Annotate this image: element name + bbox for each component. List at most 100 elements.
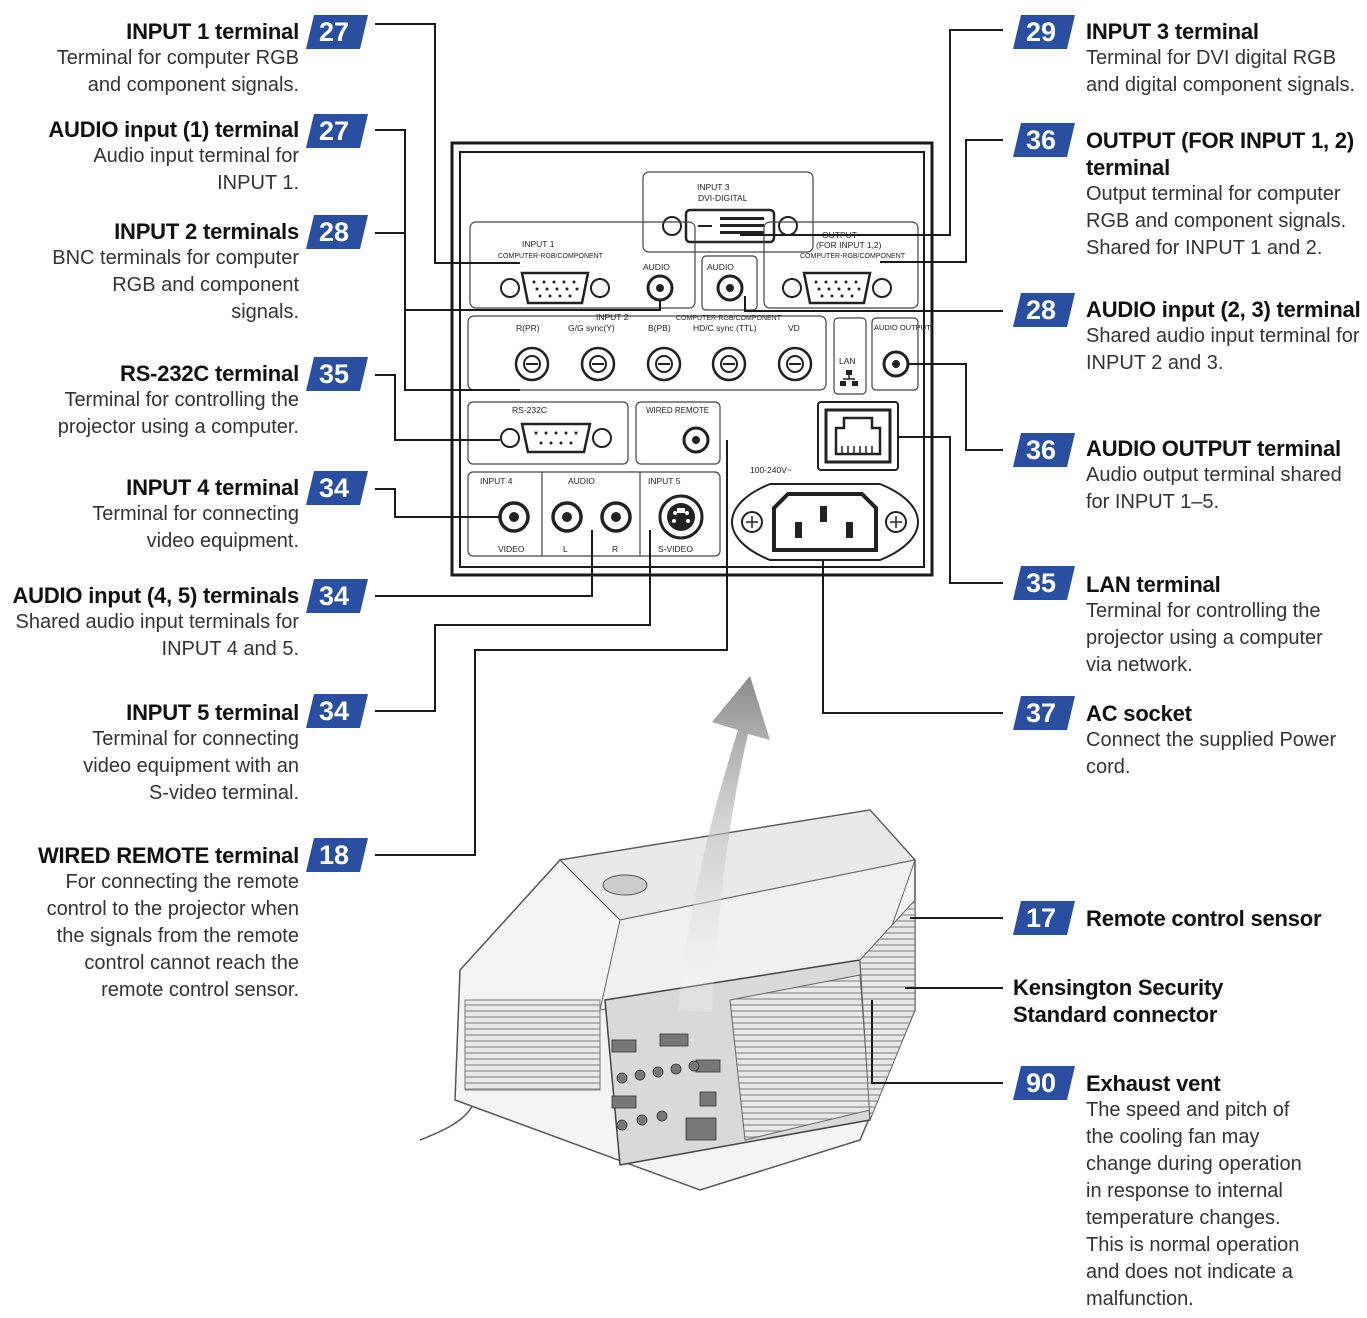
callout-desc: change during operation: [1086, 1153, 1302, 1175]
callout-audio-input-1: AUDIO input (1) terminal Audio input ter…: [0, 116, 299, 197]
page-number: 36: [1025, 125, 1057, 155]
vga-input1-connector: [500, 271, 610, 305]
callout-audio-input-23: AUDIO input (2, 3) terminal Shared audio…: [1086, 296, 1366, 377]
callout-desc: Shared audio input terminals for: [15, 611, 300, 633]
callout-desc: in response to internal: [1086, 1180, 1283, 1202]
callout-title: INPUT 3 terminal: [1086, 19, 1259, 44]
callout-input1: INPUT 1 terminal Terminal for computer R…: [0, 18, 299, 99]
callout-desc: video equipment with an: [83, 755, 299, 777]
callout-desc: via network.: [1086, 654, 1193, 676]
page-badge-input1: 27: [306, 15, 368, 49]
callout-ac-socket: AC socket Connect the supplied Power cor…: [1086, 700, 1366, 781]
callout-desc: Connect the supplied Power: [1086, 729, 1337, 751]
callout-desc: for INPUT 1–5.: [1086, 491, 1220, 513]
label-svideo: S-VIDEO: [658, 544, 693, 554]
callout-input3: INPUT 3 terminal Terminal for DVI digita…: [1086, 18, 1366, 99]
callout-remote-sensor: Remote control sensor: [1086, 905, 1366, 932]
page-number: 36: [1025, 435, 1057, 465]
callout-rs232c: RS-232C terminal Terminal for controllin…: [0, 360, 299, 441]
callout-desc: RGB and component: [112, 274, 299, 296]
label-bnc-hd: HD/C sync (TTL): [693, 323, 757, 333]
label-rs232c: RS-232C: [512, 405, 547, 415]
page-badge-audio1: 27: [306, 114, 368, 148]
page-badge-rs232c: 35: [306, 357, 368, 391]
callout-input4: INPUT 4 terminal Terminal for connecting…: [0, 474, 299, 555]
label-input4: INPUT 4: [480, 476, 513, 486]
vga-output-connector: [782, 271, 892, 305]
callout-desc: INPUT 2 and 3.: [1086, 352, 1224, 374]
label-computer-rgb-1: COMPUTER-RGB/COMPONENT: [498, 253, 604, 260]
callout-desc: Terminal for computer RGB: [56, 47, 299, 69]
page-badge-audio23: 28: [1013, 293, 1075, 327]
callout-exhaust-vent: Exhaust vent The speed and pitch of the …: [1086, 1070, 1366, 1313]
page-badge-input4: 34: [306, 471, 368, 505]
callout-desc: Shared audio input terminal for: [1086, 325, 1360, 347]
video-jacks: [498, 501, 632, 533]
callout-desc: INPUT 4 and 5.: [161, 638, 299, 660]
page-badge-wired-remote: 18: [306, 838, 368, 872]
callout-desc: Terminal for controlling the: [64, 389, 299, 411]
label-dvi: DVI-DIGITAL: [698, 193, 748, 203]
label-input3: INPUT 3: [697, 182, 730, 192]
callout-desc: cord.: [1086, 756, 1131, 778]
callout-title: AUDIO OUTPUT terminal: [1086, 436, 1341, 461]
page-number: 37: [1025, 698, 1057, 728]
label-audio-23: AUDIO: [707, 262, 734, 272]
page-number: 28: [1025, 295, 1057, 325]
label-computer-rgb-2: COMPUTER-RGB/COMPONENT: [676, 315, 782, 322]
callout-output: OUTPUT (FOR INPUT 1, 2) terminal Output …: [1086, 127, 1366, 262]
label-l: L: [563, 544, 568, 554]
callout-desc: S-video terminal.: [148, 782, 299, 804]
page-badge-input3: 29: [1013, 15, 1075, 49]
callout-desc: Audio input terminal for: [93, 145, 299, 167]
callout-audio-input-45: AUDIO input (4, 5) terminals Shared audi…: [0, 582, 299, 663]
page-badge-remote-sensor: 17: [1013, 901, 1075, 935]
callout-desc: control cannot reach the: [84, 952, 299, 974]
label-for-input: (FOR INPUT 1,2): [816, 240, 882, 250]
lan-port: [817, 401, 899, 471]
callout-desc: projector using a computer: [1086, 627, 1323, 649]
callout-lan: LAN terminal Terminal for controlling th…: [1086, 571, 1366, 679]
callout-title-2: Standard connector: [1013, 1002, 1218, 1027]
page-badge-output: 36: [1013, 123, 1075, 157]
page-number: 34: [318, 696, 350, 726]
label-voltage: 100-240V~: [750, 465, 792, 475]
callout-desc: Terminal for connecting: [92, 728, 299, 750]
callout-input5: INPUT 5 terminal Terminal for connecting…: [0, 699, 299, 807]
callout-title: AC socket: [1086, 701, 1192, 726]
callout-title: Kensington Security: [1013, 975, 1224, 1000]
label-bnc-r: R(PR): [516, 323, 540, 333]
page-number: 90: [1025, 1068, 1057, 1098]
callout-input2: INPUT 2 terminals BNC terminals for comp…: [0, 218, 299, 326]
projector-body: [419, 809, 917, 1191]
callout-desc: INPUT 1.: [217, 172, 299, 194]
callout-title: OUTPUT (FOR INPUT 1, 2): [1086, 128, 1354, 153]
callout-desc: This is normal operation: [1086, 1234, 1300, 1256]
label-lan: LAN: [839, 356, 856, 366]
leader-lines: [375, 23, 1003, 1084]
curved-arrow-icon: [678, 676, 770, 1012]
callout-title: Remote control sensor: [1086, 906, 1322, 931]
callout-desc: the signals from the remote: [56, 925, 299, 947]
page-badge-ac-socket: 37: [1013, 696, 1075, 730]
rs232c-connector: [500, 422, 612, 454]
page-number: 27: [318, 116, 350, 146]
callout-desc: malfunction.: [1086, 1288, 1194, 1310]
callout-desc: Audio output terminal shared: [1086, 464, 1342, 486]
callout-desc: projector using a computer.: [57, 416, 299, 438]
callout-title: AUDIO input (1) terminal: [48, 117, 299, 142]
lan-icon: [840, 370, 858, 386]
label-audio-45: AUDIO: [568, 476, 595, 486]
callout-desc: and component signals.: [87, 74, 299, 96]
callout-desc: Shared for INPUT 1 and 2.: [1086, 237, 1323, 259]
label-r: R: [612, 544, 618, 554]
page-number: 35: [1025, 568, 1057, 598]
callout-desc: and digital component signals.: [1086, 74, 1356, 96]
label-audio-output: AUDIO OUTPUT: [874, 323, 931, 332]
ac-socket: [730, 483, 920, 561]
callout-desc: Output terminal for computer: [1086, 183, 1341, 205]
callout-desc: For connecting the remote: [65, 871, 299, 893]
callout-kensington: Kensington Security Standard connector: [1013, 974, 1353, 1028]
page-badge-input2: 28: [306, 215, 368, 249]
